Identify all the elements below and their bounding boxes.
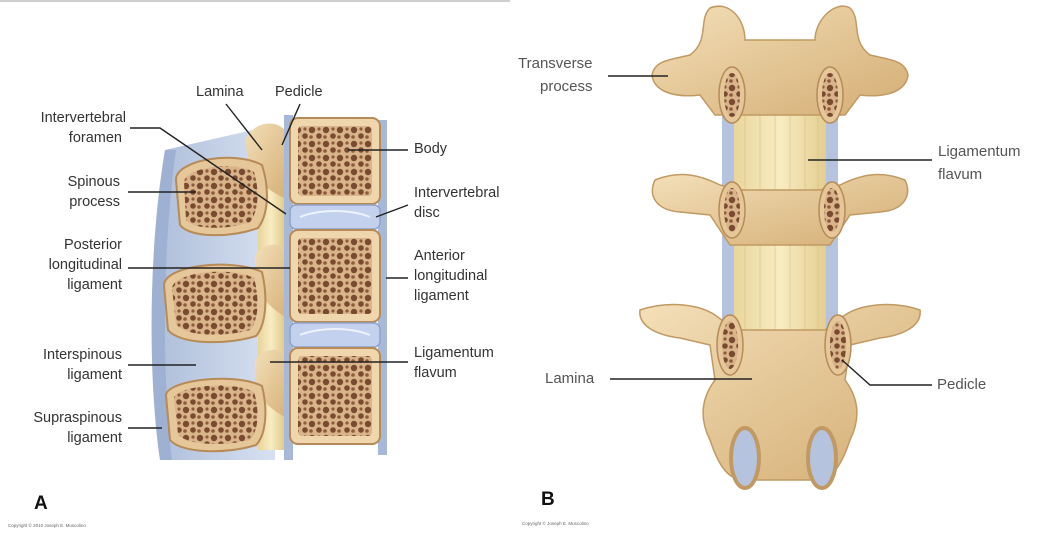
label-transverse-process: Transverse process (518, 52, 593, 98)
label-body: Body (414, 139, 447, 159)
vertebral-body-1 (290, 118, 380, 204)
label-spinous-process: Spinous process (28, 172, 120, 212)
panel-a-letter: A (34, 493, 48, 515)
label-supraspinous-ligament-line-2: ligament (20, 428, 122, 448)
pedicle-cut-right-bottom (825, 315, 851, 375)
label-ligamentum-flavum-line-2: flavum (414, 363, 494, 383)
label-ligamentum-flavum-line-1: Ligamentum (414, 343, 494, 363)
articular-facet-left (731, 428, 759, 488)
label-intervertebral-disc: Intervertebral disc (414, 183, 499, 223)
label-intervertebral-disc-line-1: Intervertebral (414, 183, 499, 203)
label-anterior-longitudinal-ligament: Anterior longitudinal ligament (414, 246, 487, 306)
label-spinous-process-line-2: process (28, 192, 120, 212)
label-interspinous-ligament-line-2: ligament (28, 365, 122, 385)
label-ligamentum-flavum-b-line-1: Ligamentum (938, 140, 1021, 163)
spinous-process-2 (164, 265, 265, 342)
panel-b-illustration (640, 6, 920, 488)
label-posterior-longitudinal-ligament-line-3: ligament (28, 275, 122, 295)
label-supraspinous-ligament-line-1: Supraspinous (20, 408, 122, 428)
label-intervertebral-foramen: Intervertebral foramen (28, 108, 126, 148)
panel-b-letter: B (541, 489, 555, 511)
label-anterior-longitudinal-ligament-line-1: Anterior (414, 246, 487, 266)
label-transverse-process-line-1: Transverse (518, 52, 593, 75)
vertebra-bottom (640, 305, 920, 480)
spinous-process-3 (166, 379, 265, 451)
panel-a-illustration (152, 115, 387, 460)
vertebra-top (652, 6, 908, 115)
pedicle-cut-left-mid (719, 182, 745, 238)
intervertebral-disc-1 (290, 205, 380, 229)
panel-b-copyright: Copyright © Joseph E. Muscolino (522, 521, 589, 526)
label-spinous-process-line-1: Spinous (28, 172, 120, 192)
label-intervertebral-foramen-line-2: foramen (28, 128, 126, 148)
articular-facet-right (808, 428, 836, 488)
pedicle-cut-right-top (817, 67, 843, 123)
vertebral-body-2 (290, 230, 380, 322)
pedicle-cut-right-mid (819, 182, 845, 238)
label-intervertebral-disc-line-2: disc (414, 203, 499, 223)
intervertebral-disc-2 (290, 323, 380, 347)
pedicle-cut-left-top (719, 67, 745, 123)
label-supraspinous-ligament: Supraspinous ligament (20, 408, 122, 448)
label-lamina: Lamina (196, 82, 244, 102)
label-posterior-longitudinal-ligament-line-2: longitudinal (28, 255, 122, 275)
panel-a-copyright: Copyright © 2010 Joseph E. Muscolino (8, 523, 86, 528)
label-anterior-longitudinal-ligament-line-3: ligament (414, 286, 487, 306)
label-pedicle-b: Pedicle (937, 375, 986, 395)
label-transverse-process-line-2: process (518, 75, 593, 98)
label-pedicle: Pedicle (275, 82, 323, 102)
label-posterior-longitudinal-ligament-line-1: Posterior (28, 235, 122, 255)
label-interspinous-ligament: Interspinous ligament (28, 345, 122, 385)
label-interspinous-ligament-line-1: Interspinous (28, 345, 122, 365)
label-lamina-b: Lamina (545, 369, 594, 389)
label-ligamentum-flavum-b-line-2: flavum (938, 163, 1021, 186)
label-ligamentum-flavum-b: Ligamentum flavum (938, 140, 1021, 186)
label-ligamentum-flavum: Ligamentum flavum (414, 343, 494, 383)
label-intervertebral-foramen-line-1: Intervertebral (28, 108, 126, 128)
leader-pedicle-b (842, 360, 932, 385)
label-posterior-longitudinal-ligament: Posterior longitudinal ligament (28, 235, 122, 295)
pedicle-cut-left-bottom (717, 315, 743, 375)
label-anterior-longitudinal-ligament-line-2: longitudinal (414, 266, 487, 286)
